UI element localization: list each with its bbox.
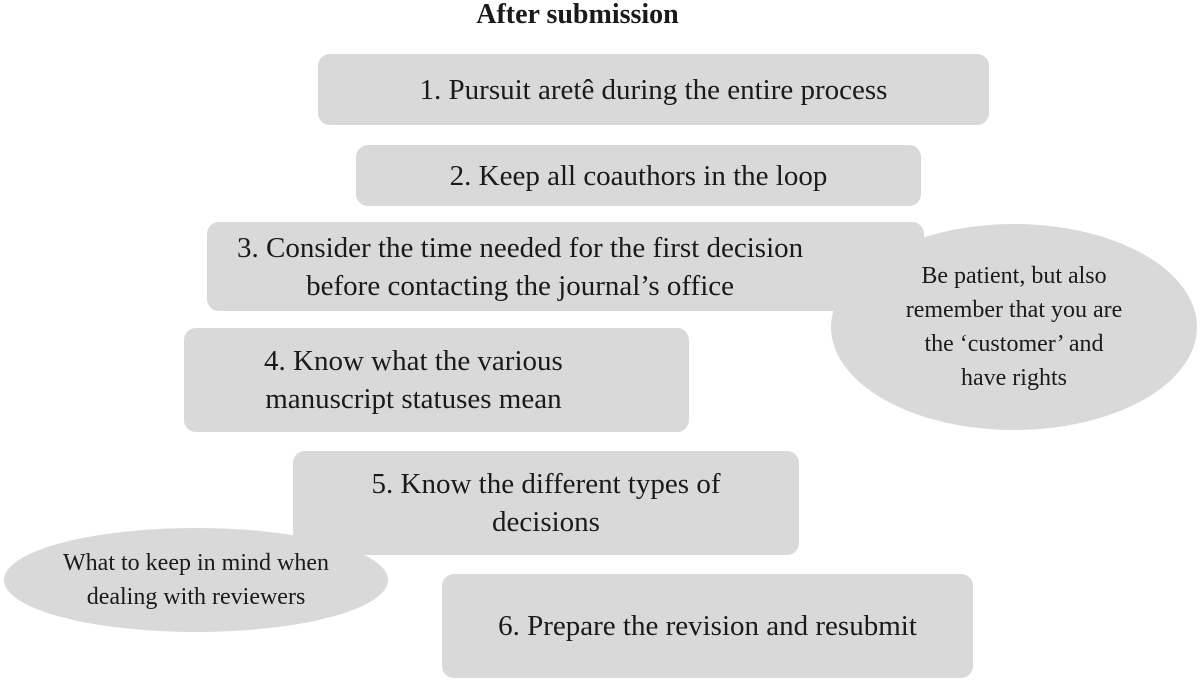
step-5-box: 5. Know the different types of decisions [293,451,799,555]
be-patient-line-2: remember that you are [905,297,1123,323]
step-3-text: 3. Consider the time needed for the firs… [237,229,803,305]
be-patient-line-1: Be patient, but also [921,263,1107,289]
step-3-line-2: before contacting the journal’s office [306,269,734,302]
step-6-text: 6. Prepare the revision and resubmit [498,607,917,645]
step-3-line-1: 3. Consider the time needed for the firs… [237,231,804,264]
reviewers-line-1: What to keep in mind when [63,550,329,576]
be-patient-line-3: the ‘customer’ and [924,331,1104,357]
step-2-box: 2. Keep all coauthors in the loop [356,145,921,206]
step-2-line-1: 2. Keep all coauthors in the loop [449,159,828,192]
be-patient-line-4: have rights [961,365,1067,391]
step-5-text: 5. Know the different types of decisions [372,465,721,541]
step-4-line-2: manuscript statuses mean [265,383,562,415]
step-4-box: 4. Know what the various manuscript stat… [184,328,689,432]
reviewers-bubble-text: What to keep in mind when dealing with r… [63,546,329,614]
be-patient-bubble: Be patient, but also remember that you a… [831,224,1197,430]
step-5-line-2: decisions [492,506,600,538]
be-patient-bubble-text: Be patient, but also remember that you a… [906,259,1123,395]
reviewers-bubble: What to keep in mind when dealing with r… [4,528,388,632]
step-1-line-1: 1. Pursuit aretê during the entire proce… [419,73,888,106]
step-4-line-1: 4. Know what the various [264,345,563,377]
step-6-box: 6. Prepare the revision and resubmit [442,574,973,678]
step-1-box: 1. Pursuit aretê during the entire proce… [318,54,989,125]
step-5-line-1: 5. Know the different types of [371,468,721,500]
step-3-box: 3. Consider the time needed for the firs… [207,222,924,311]
reviewers-line-2: dealing with reviewers [86,584,306,610]
step-2-text: 2. Keep all coauthors in the loop [450,157,828,195]
step-1-text: 1. Pursuit aretê during the entire proce… [420,71,888,109]
step-4-text: 4. Know what the various manuscript stat… [264,342,563,418]
diagram-title: After submission [476,0,679,30]
step-6-line-1: 6. Prepare the revision and resubmit [498,610,917,642]
